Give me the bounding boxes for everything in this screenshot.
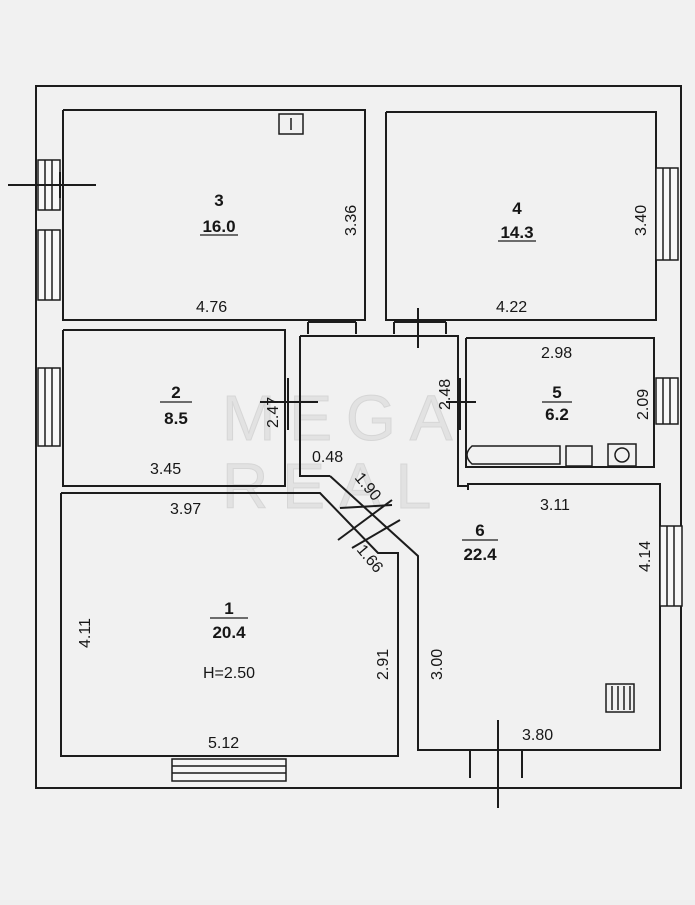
room-3-outline bbox=[62, 109, 366, 321]
dim-r6-top: 3.11 bbox=[540, 497, 570, 514]
dim-r5-height: 2.09 bbox=[635, 389, 652, 420]
dim-r3-width: 4.76 bbox=[196, 299, 227, 316]
room-1-area: 20.4 bbox=[212, 623, 246, 642]
room-5-outline bbox=[465, 337, 655, 468]
room-6-number: 6 bbox=[475, 521, 484, 540]
dim-r4-height: 3.40 bbox=[633, 205, 650, 236]
room-2-outline bbox=[62, 329, 286, 487]
sink bbox=[565, 445, 593, 467]
room-4-outline bbox=[385, 111, 657, 321]
room-2-number: 2 bbox=[171, 383, 180, 402]
dim-r4-width: 4.22 bbox=[496, 299, 527, 316]
room-3-number: 3 bbox=[214, 191, 223, 210]
bathtub bbox=[466, 445, 561, 465]
window-room-2 bbox=[37, 367, 61, 447]
hall-left-wall bbox=[299, 336, 330, 477]
room-5-number: 5 bbox=[552, 383, 561, 402]
window-room-6 bbox=[659, 525, 683, 607]
dim-r3-height: 3.36 bbox=[343, 205, 360, 236]
dim-r1-right: 2.91 bbox=[375, 649, 392, 680]
room-5-area: 6.2 bbox=[545, 405, 569, 424]
room-1-number: 1 bbox=[224, 599, 233, 618]
window-room-3-lower bbox=[37, 229, 61, 301]
dim-r1-left: 4.11 bbox=[77, 618, 94, 648]
dim-r5-width: 2.98 bbox=[541, 345, 572, 362]
room-4-number: 4 bbox=[512, 199, 522, 218]
dim-r6-bottom: 3.80 bbox=[522, 727, 553, 744]
toilet-base bbox=[607, 443, 637, 467]
toilet-icon bbox=[614, 447, 630, 463]
dim-r2-width: 3.45 bbox=[150, 461, 181, 478]
window-room-1 bbox=[171, 758, 287, 782]
outer-wall bbox=[35, 85, 682, 789]
dim-r1-top: 3.97 bbox=[170, 501, 201, 518]
watermark-line-1: MEGA bbox=[222, 382, 466, 454]
room-3-area: 16.0 bbox=[202, 217, 235, 236]
dim-hall-bottom: 0.48 bbox=[312, 449, 343, 466]
window-room-4 bbox=[655, 167, 679, 261]
dim-r6-right: 4.14 bbox=[637, 541, 654, 572]
dim-r2-height: 2.47 bbox=[265, 397, 282, 428]
dim-r1-bottom: 5.12 bbox=[208, 735, 239, 752]
room-6-area: 22.4 bbox=[463, 545, 497, 564]
room-1-outline bbox=[60, 492, 399, 757]
room-6-outline bbox=[329, 475, 661, 751]
room-2-area: 8.5 bbox=[164, 409, 188, 428]
dim-r6-left: 3.00 bbox=[429, 649, 446, 680]
stove-icon bbox=[605, 683, 635, 713]
ceiling-height-note: H=2.50 bbox=[203, 665, 255, 682]
room-4-area: 14.3 bbox=[500, 223, 533, 242]
diagonal-door bbox=[337, 499, 401, 549]
window-room-5 bbox=[655, 377, 679, 425]
radiator-symbol bbox=[278, 113, 304, 135]
dim-hall-height: 2.48 bbox=[437, 379, 454, 410]
